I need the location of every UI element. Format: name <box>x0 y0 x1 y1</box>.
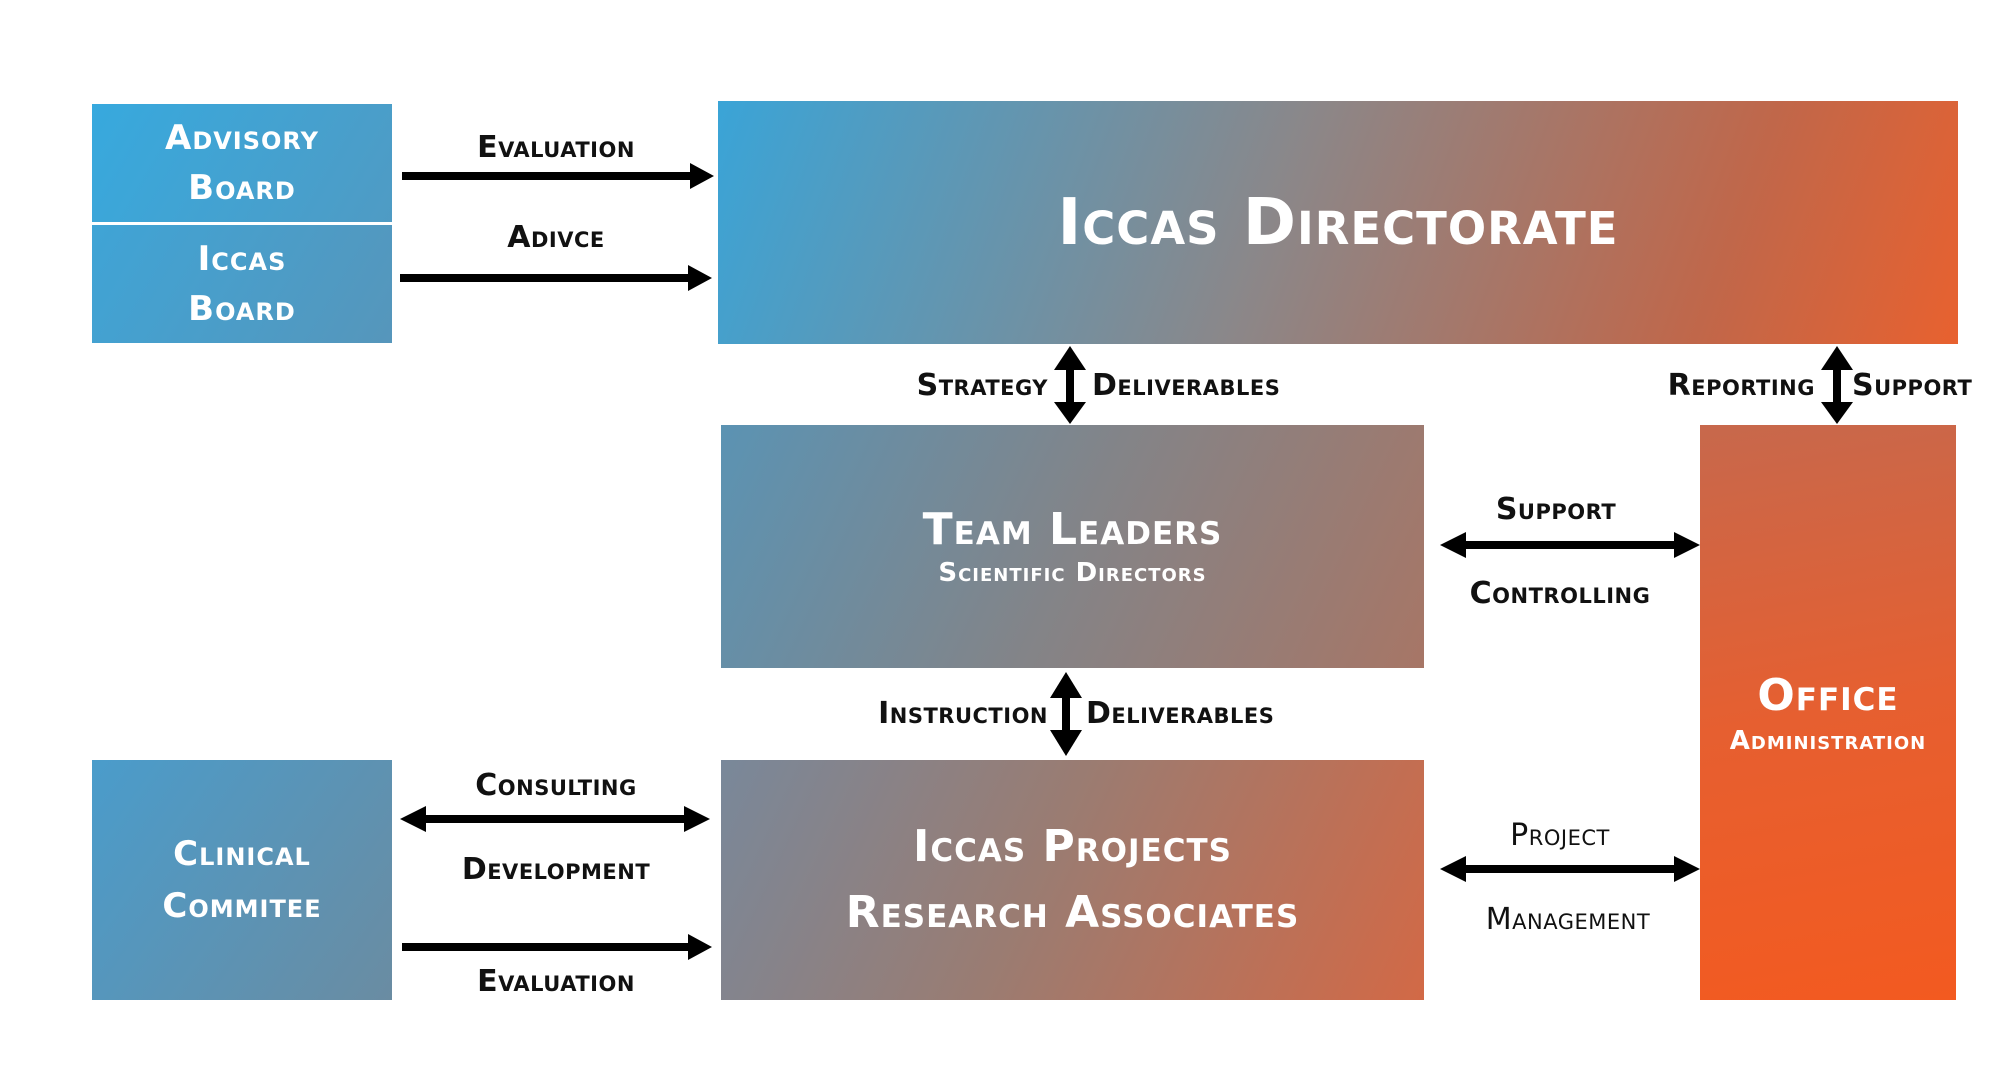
iccas-board-line1: Iccas <box>197 239 287 279</box>
arrow-evaluation-bottom <box>402 943 694 951</box>
advisory-board-box: Advisory Board <box>92 104 392 222</box>
projects-line1: Iccas Projects <box>913 821 1232 872</box>
label-support-2: Support <box>1495 492 1617 527</box>
advisory-board-line2: Board <box>188 168 296 208</box>
label-advice: Adivce <box>507 220 605 255</box>
label-controlling: Controlling <box>1469 576 1651 611</box>
team-leaders-title: Team Leaders <box>922 503 1223 555</box>
arrow-support-controlling <box>1460 541 1680 549</box>
iccas-board-box: Iccas Board <box>92 225 392 343</box>
team-leaders-subtitle: Scientific Directors <box>938 557 1207 588</box>
label-deliverables-2: Deliverables <box>1086 696 1275 731</box>
office-title: Office <box>1757 669 1899 721</box>
label-strategy: Strategy <box>916 368 1048 403</box>
iccas-board-line2: Board <box>188 289 296 329</box>
arrow-strategy-deliverables <box>1066 364 1074 408</box>
label-evaluation-top: Evaluation <box>477 130 635 165</box>
team-leaders-box: Team Leaders Scientific Directors <box>721 425 1424 668</box>
projects-line2: Research Associates <box>845 887 1300 938</box>
label-development: Development <box>461 852 651 887</box>
label-consulting: Consulting <box>475 768 637 803</box>
clinical-committee-box: Clinical Commitee <box>92 760 392 1000</box>
label-support-1: Support <box>1852 368 1973 403</box>
directorate-box: Iccas Directorate <box>718 101 1958 344</box>
arrow-evaluation-top <box>402 172 702 180</box>
label-instruction: Instruction <box>878 696 1048 731</box>
clinical-line1: Clinical <box>173 834 311 874</box>
label-reporting: Reporting <box>1667 368 1815 403</box>
office-subtitle: Administration <box>1729 725 1927 756</box>
label-evaluation-bottom: Evaluation <box>477 964 635 999</box>
label-deliverables-1: Deliverables <box>1092 368 1281 403</box>
arrow-instruction-deliverables <box>1062 692 1070 736</box>
label-management: Management <box>1485 902 1651 937</box>
office-box: Office Administration <box>1700 425 1956 1000</box>
arrow-consulting-development <box>420 815 690 823</box>
projects-box: Iccas Projects Research Associates <box>721 760 1424 1000</box>
advisory-board-line1: Advisory <box>165 118 319 158</box>
arrow-advice <box>400 274 700 282</box>
clinical-line2: Commitee <box>162 886 322 926</box>
directorate-title: Iccas Directorate <box>1057 185 1619 260</box>
arrow-project-management <box>1460 865 1680 873</box>
label-project: Project <box>1510 818 1610 853</box>
arrow-reporting-support <box>1833 364 1841 408</box>
